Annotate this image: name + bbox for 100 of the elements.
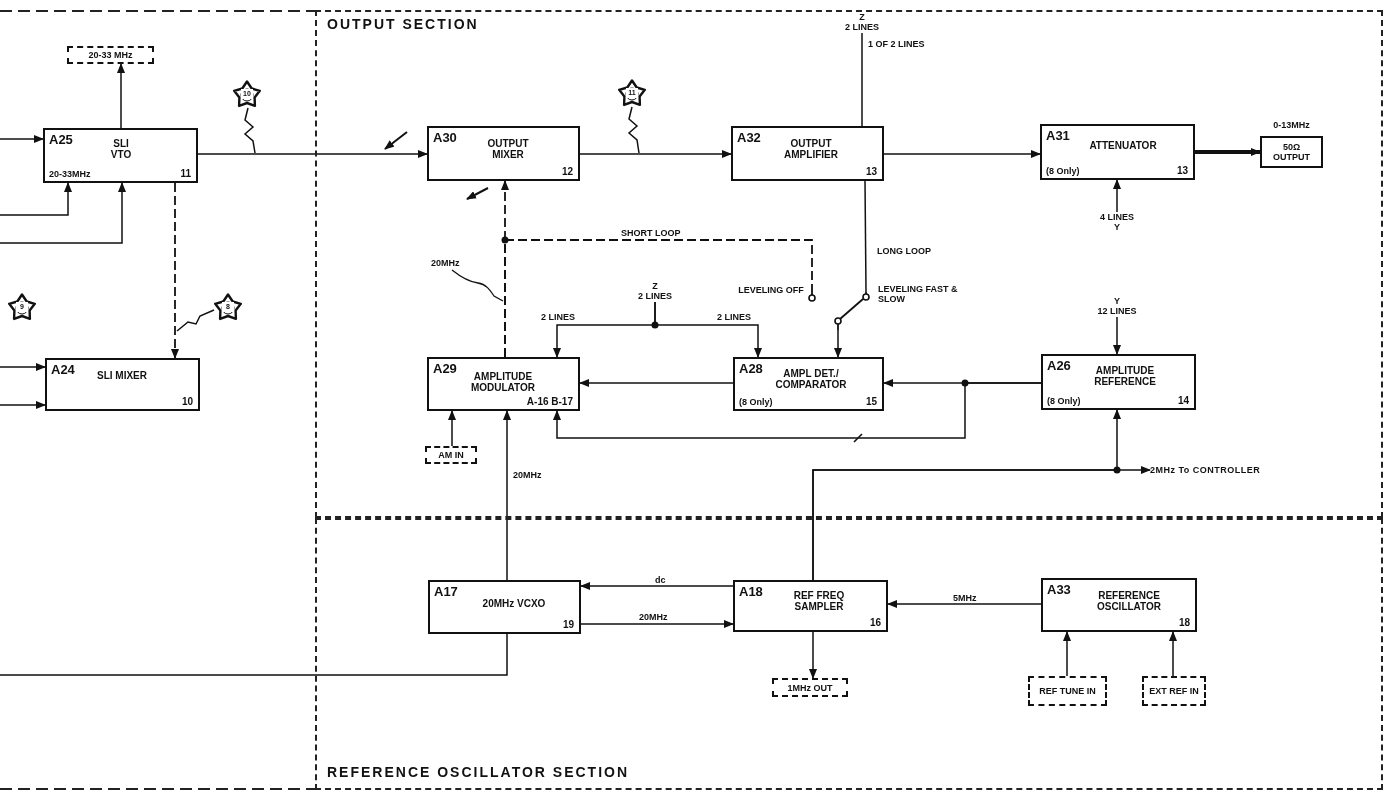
signal-note: LEVELING OFF	[738, 285, 804, 295]
module-id: A26	[1047, 358, 1071, 373]
module-name: SLI VTO	[109, 138, 133, 160]
connector-line	[579, 150, 732, 158]
module-block	[1040, 124, 1195, 180]
figure-number: 12	[561, 166, 573, 177]
connector-line	[1113, 316, 1121, 355]
module-block	[427, 126, 580, 181]
edge-label: 2 LINES	[716, 312, 752, 322]
edge-label: 20MHz	[430, 258, 461, 268]
signal-destination: 2MHz To CONTROLLER	[1150, 463, 1310, 477]
edge-label: 5MHz	[952, 593, 978, 603]
module-name: AMPL DET./ COMPARATOR	[774, 368, 848, 390]
module-block	[427, 357, 580, 411]
star-callout	[8, 293, 36, 321]
module-name: OUTPUT MIXER	[486, 138, 530, 160]
figure-number: A-16 B-17	[526, 396, 573, 407]
module-note: (8 Only)	[1047, 396, 1081, 406]
module-id: A32	[737, 130, 761, 145]
signal-note: 2 LINES	[845, 22, 879, 32]
module-block	[428, 580, 581, 634]
module-block	[1041, 578, 1197, 632]
connector-line	[654, 301, 762, 358]
module-block	[731, 126, 884, 181]
signal-note: Y	[1114, 296, 1120, 306]
signal-note: 1 OF 2 LINES	[868, 39, 926, 49]
figure-number: 15	[865, 396, 877, 407]
connector-line	[504, 239, 813, 358]
external-connection: AM IN	[425, 446, 477, 464]
edge-label: dc	[654, 575, 667, 585]
connector-line	[861, 32, 863, 127]
connector-line	[812, 466, 1151, 581]
module-block	[733, 357, 884, 411]
connector-line	[553, 382, 1042, 439]
signal-note: 12 LINES	[1097, 306, 1137, 316]
signal-line	[0, 135, 44, 143]
signal-note: Y	[1114, 222, 1120, 232]
figure-number: 13	[865, 166, 877, 177]
module-name: AMPLITUDE REFERENCE	[1093, 365, 1157, 387]
side-note: 0-13MHz	[1272, 120, 1311, 130]
module-block	[733, 580, 888, 632]
signal-note: 4 LINES	[1100, 212, 1134, 222]
section-title: REFERENCE OSCILLATOR SECTION	[327, 764, 630, 780]
connector-line	[1063, 631, 1071, 677]
edge-label: LONG LOOP	[876, 246, 932, 256]
module-name: 20MHz VCXO	[481, 598, 547, 609]
signal-note: 2 LINES	[638, 291, 672, 301]
signal-note: Z	[859, 12, 865, 22]
module-block	[43, 128, 198, 183]
module-name: REFERENCE OSCILLATOR	[1095, 590, 1163, 612]
module-note: (8 Only)	[739, 397, 773, 407]
connector-line	[503, 410, 511, 581]
figure-number: 10	[181, 396, 193, 407]
external-connection: 1MHz OUT	[772, 678, 848, 697]
connector-line	[887, 600, 1042, 608]
connector-line	[1195, 148, 1261, 156]
connector-line	[1113, 179, 1121, 213]
section-frame	[315, 10, 1383, 518]
switch-symbol	[806, 292, 872, 330]
module-block	[45, 358, 200, 411]
edge-label: SHORT LOOP	[620, 228, 682, 238]
connector-line	[117, 63, 125, 129]
figure-number: 11	[180, 168, 191, 179]
module-id: A33	[1047, 582, 1071, 597]
module-name: AMPLITUDE MODULATOR	[469, 371, 537, 393]
signal-line	[0, 182, 72, 216]
leader-line	[243, 107, 256, 154]
leader-line	[0, 633, 508, 676]
module-id: A17	[434, 584, 458, 599]
module-note: 20-33MHz	[49, 169, 91, 179]
connector-line	[883, 150, 1041, 158]
module-name: SLI MIXER	[97, 370, 147, 381]
signal-line	[0, 363, 46, 371]
signal-line	[0, 182, 126, 244]
module-name: OUTPUT AMPLIFIER	[783, 138, 839, 160]
leader-line	[627, 106, 640, 154]
connector-line	[580, 582, 734, 590]
module-id: A18	[739, 584, 763, 599]
connector-line	[1169, 631, 1177, 677]
module-id: A24	[51, 362, 75, 377]
external-connection: 20-33 MHz	[67, 46, 154, 64]
connector-line	[197, 150, 428, 158]
star-callout	[233, 80, 261, 108]
edge-label: 20MHz	[638, 612, 669, 622]
external-connection: REF TUNE IN	[1028, 676, 1107, 706]
connector-line	[580, 620, 734, 628]
module-id: A25	[49, 132, 73, 147]
module-id: A31	[1046, 128, 1070, 143]
figure-number: 16	[869, 617, 881, 628]
signal-note: Z	[652, 281, 658, 291]
module-name: REF FREQ SAMPLER	[792, 590, 846, 612]
connector-line	[579, 379, 734, 387]
figure-number: 14	[1177, 395, 1189, 406]
section-frame	[315, 518, 1383, 790]
module-id: A29	[433, 361, 457, 376]
external-connection: EXT REF IN	[1142, 676, 1206, 706]
module-id: A28	[739, 361, 763, 376]
module-note: (8 Only)	[1046, 166, 1080, 176]
module-name: ATTENUATOR	[1088, 140, 1158, 151]
leader-line	[176, 309, 215, 332]
